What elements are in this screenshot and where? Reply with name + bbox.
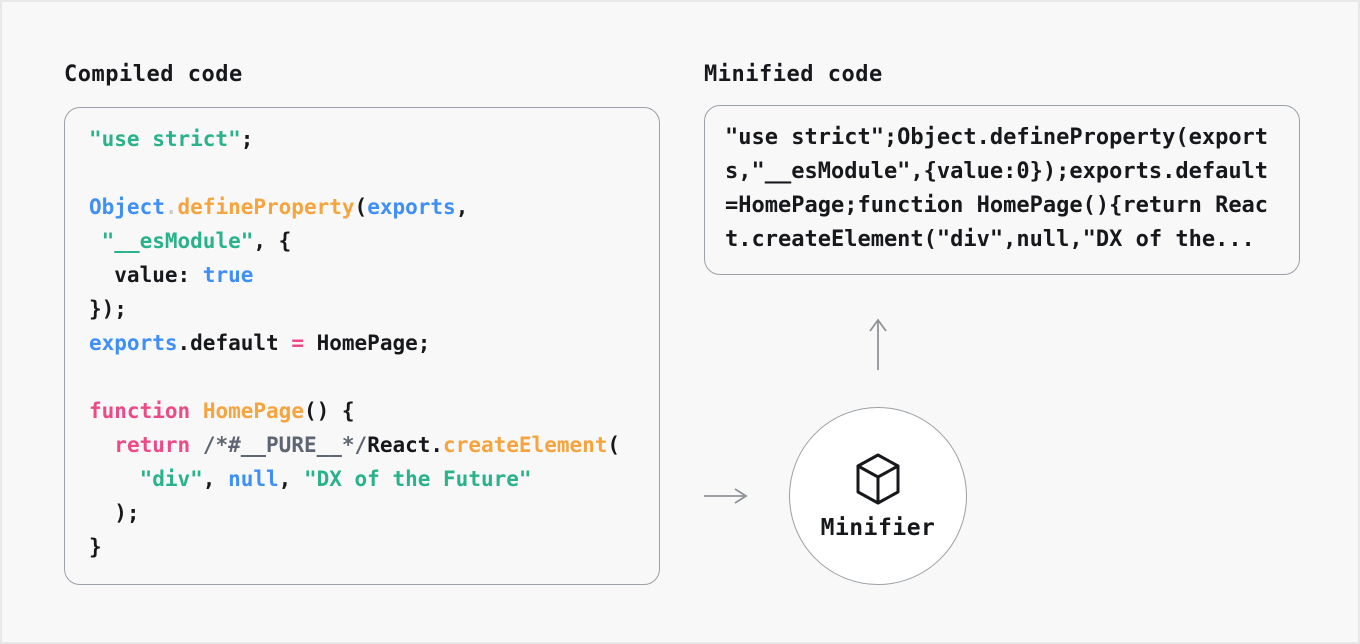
- cube-icon: [856, 453, 900, 505]
- compiled-code-title: Compiled code: [64, 62, 243, 87]
- minifier-label: Minifier: [820, 515, 936, 541]
- minifier-node: Minifier: [789, 407, 967, 585]
- arrow-up-icon: [869, 318, 887, 370]
- compiled-code-box: "use strict"; Object.defineProperty(expo…: [64, 107, 660, 585]
- minified-code-box: "use strict";Object.defineProperty(expor…: [704, 105, 1300, 275]
- arrow-right-icon: [704, 488, 748, 504]
- compiled-code-block: "use strict"; Object.defineProperty(expo…: [89, 127, 621, 559]
- minified-code-title: Minified code: [704, 62, 883, 87]
- minified-code-block: "use strict";Object.defineProperty(expor…: [725, 125, 1269, 252]
